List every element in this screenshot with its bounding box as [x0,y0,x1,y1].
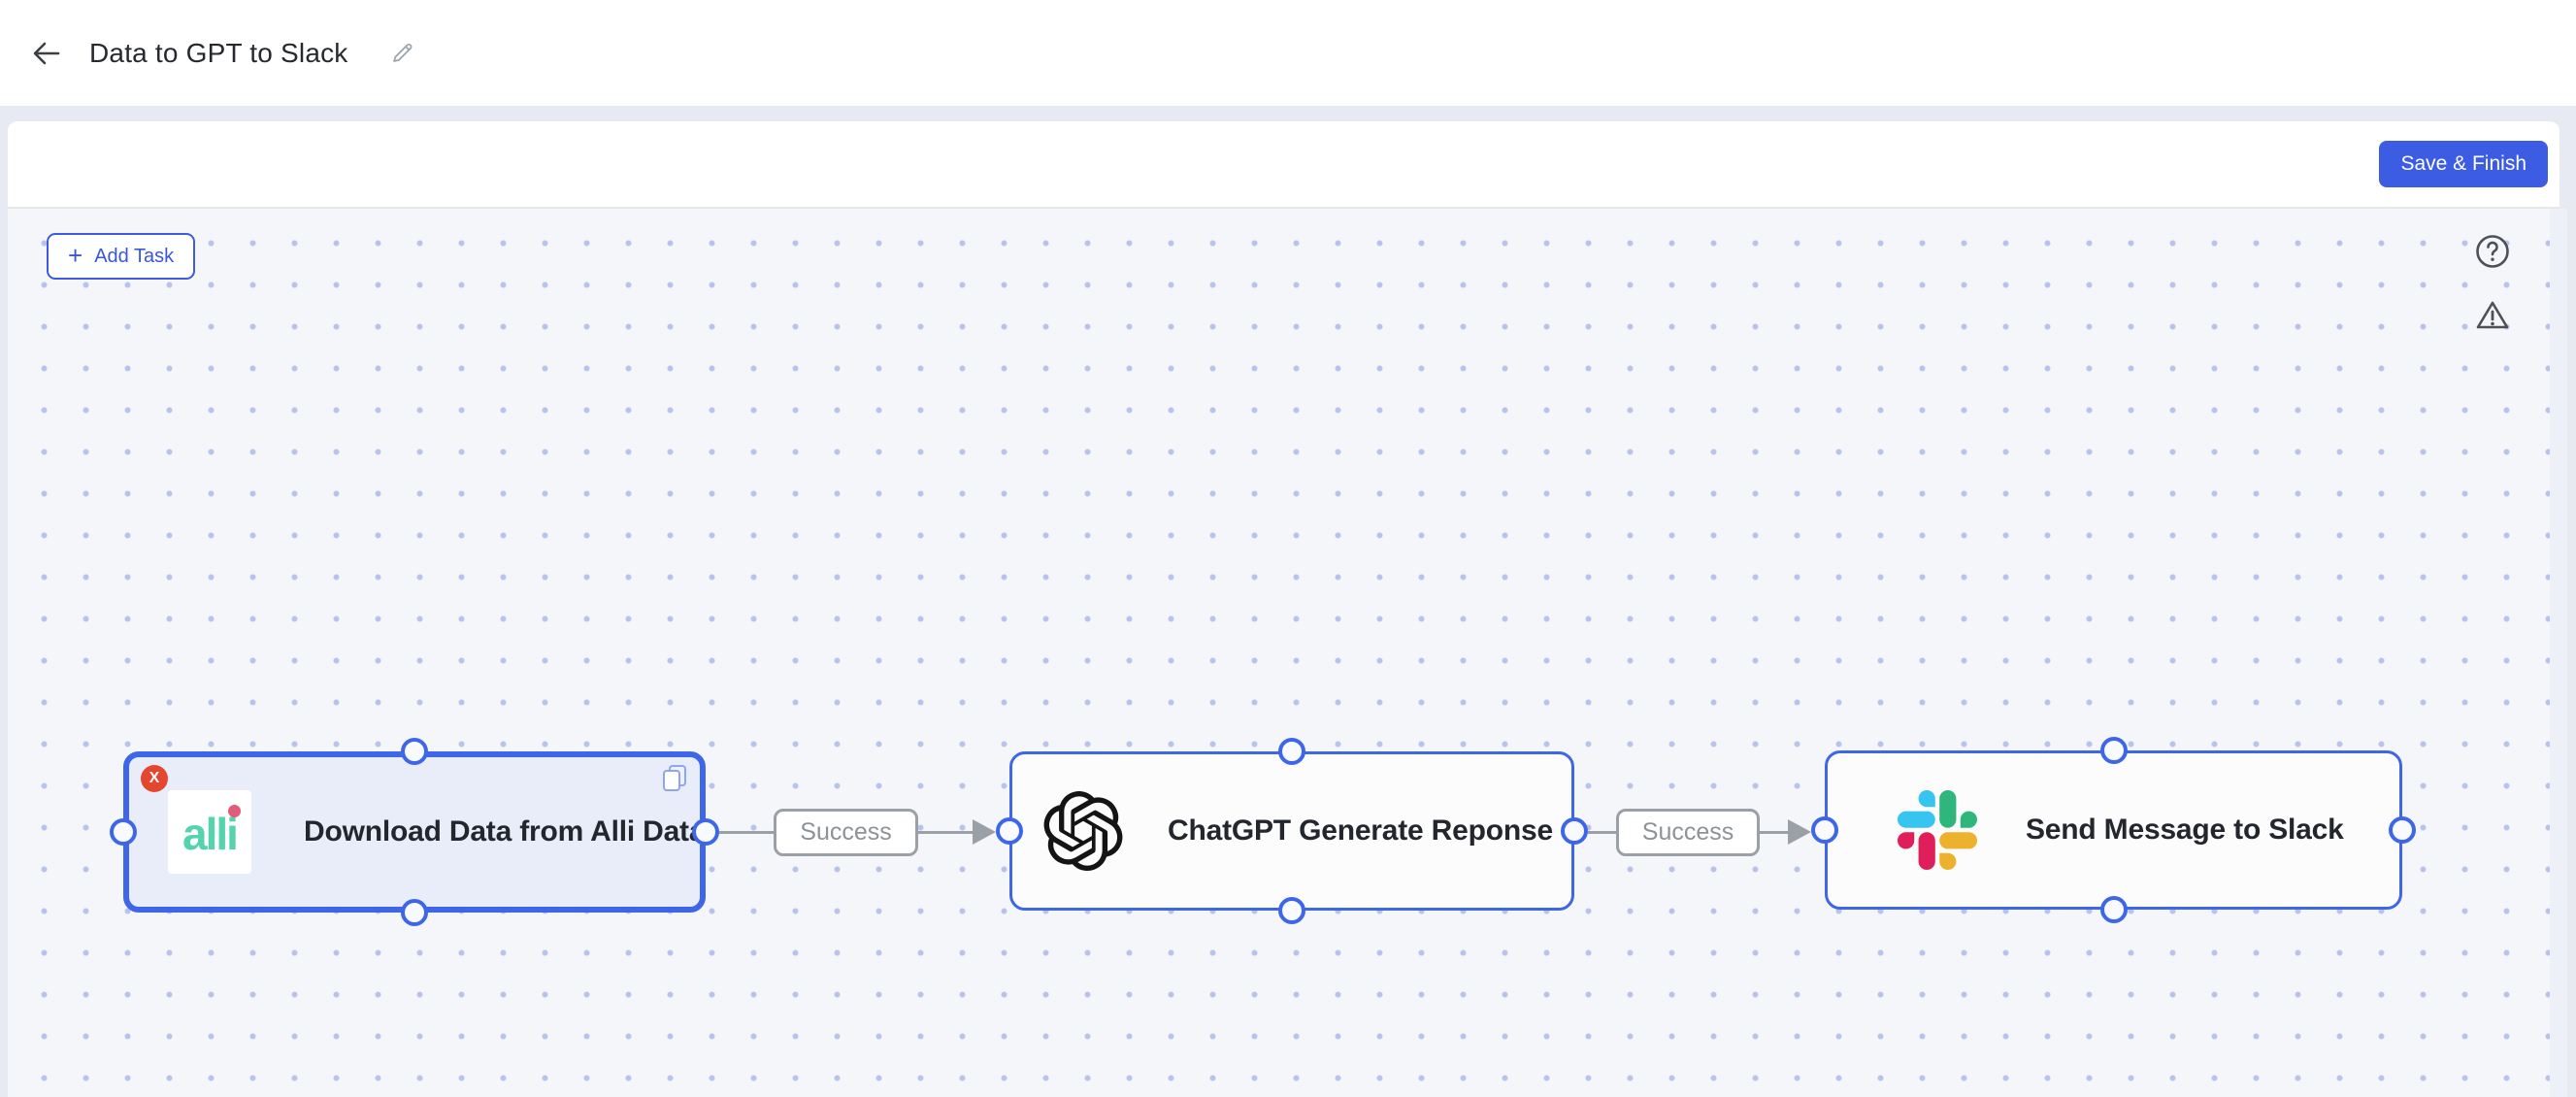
node-title: ChatGPT Generate Reponse [1168,814,1553,847]
handle-bottom[interactable] [2099,896,2128,923]
node-title: Download Data from Alli Data [304,815,706,848]
edge-line [1760,830,1789,834]
openai-logo [1043,791,1123,871]
editor-panel: Save & Finish + Add Task [8,121,2567,1097]
handle-right[interactable] [1561,817,1588,845]
node-chatgpt-generate[interactable]: ChatGPT Generate Reponse [996,738,1588,924]
node-send-message-slack[interactable]: Send Message to Slack [1811,737,2416,923]
help-button[interactable] [2474,233,2511,275]
workflow-title: Data to GPT to Slack [89,37,348,68]
rename-button[interactable] [387,39,416,68]
edge-label-success[interactable]: Success [1615,808,1761,856]
alli-data-logo: alli [168,790,251,874]
node-download-data-alli[interactable]: X alli Download Data from Alli Data [110,738,719,926]
handle-left[interactable] [110,818,137,846]
duplicate-node-button[interactable] [659,763,690,794]
topbar: Data to GPT to Slack [0,0,2576,106]
handle-right[interactable] [692,818,719,846]
node-title: Send Message to Slack [2026,814,2344,846]
alli-logo-dot [228,805,241,817]
arrowhead-icon [973,819,997,845]
delete-node-button[interactable]: X [141,765,168,792]
handle-left[interactable] [996,817,1023,845]
add-task-button[interactable]: + Add Task [47,233,196,280]
handle-top[interactable] [401,738,428,765]
back-button[interactable] [29,37,62,70]
arrow-left-icon [33,42,60,64]
handle-left[interactable] [1811,816,1838,844]
warning-triangle-icon [2476,301,2509,329]
question-circle-icon [2476,235,2509,268]
edge-allidata-to-chatgpt: Success [719,808,997,856]
handle-top[interactable] [1278,738,1305,765]
edge-line [719,830,775,834]
copy-icon [663,765,686,791]
pencil-icon [392,43,412,62]
add-task-label: Add Task [94,245,175,267]
handle-right[interactable] [2389,816,2416,844]
slack-logo [1898,790,1977,870]
handle-bottom[interactable] [1278,897,1305,924]
handle-bottom[interactable] [401,899,428,926]
handle-top[interactable] [2099,737,2128,764]
edge-label-success[interactable]: Success [774,808,918,856]
edge-line [1588,830,1616,834]
workflow-canvas[interactable]: + Add Task Success [8,209,2559,1097]
save-finish-button[interactable]: Save & Finish [2379,141,2548,187]
arrowhead-icon [1788,819,1812,845]
alli-logo-text: alli [182,809,239,859]
plus-icon: + [68,241,83,270]
edge-chatgpt-to-slack: Success [1588,808,1812,856]
scrollbar-track[interactable] [2550,209,2567,1097]
warning-button[interactable] [2473,296,2512,340]
edge-line [917,830,974,834]
editor-toolbar: Save & Finish [8,121,2559,209]
